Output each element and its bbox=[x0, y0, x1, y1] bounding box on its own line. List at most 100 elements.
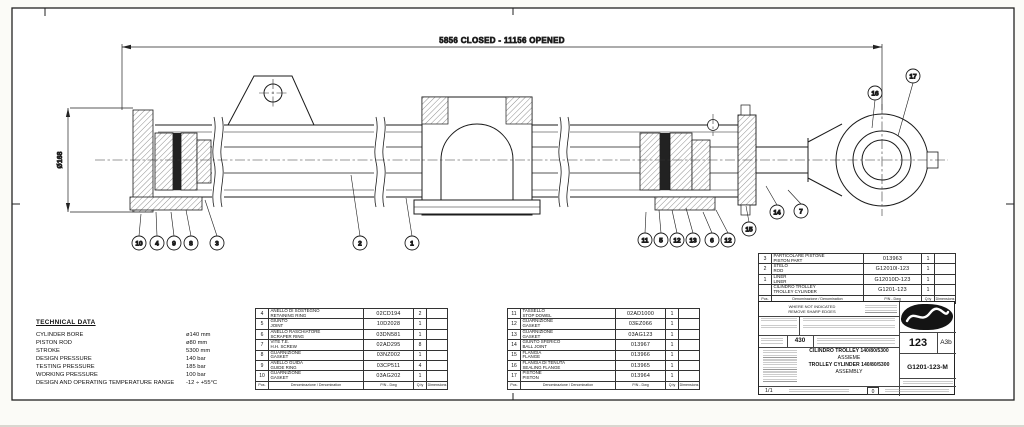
svg-text:17: 17 bbox=[909, 74, 917, 81]
micro-text bbox=[885, 389, 949, 393]
svg-text:11: 11 bbox=[642, 238, 649, 245]
svg-text:14: 14 bbox=[773, 210, 781, 217]
balloon-14: 14 bbox=[765, 185, 785, 220]
company-logo bbox=[901, 304, 953, 330]
subtitle-english: ASSEMBLY bbox=[835, 369, 863, 375]
subtitle-italian: ASSIEME bbox=[837, 355, 861, 361]
revision-box: 0 bbox=[867, 387, 879, 395]
title-block: WHERE NOT INDICATED REMOVE SHARP EDGES 4… bbox=[758, 301, 956, 396]
oil-port bbox=[707, 114, 719, 136]
balloon-5: 5 bbox=[653, 209, 669, 248]
sheet-format: A3b bbox=[940, 339, 952, 346]
micro-text bbox=[903, 381, 953, 385]
svg-text:13: 13 bbox=[689, 238, 697, 245]
micro-text bbox=[761, 338, 783, 345]
diameter-dimension-label: Ø168 bbox=[57, 151, 64, 168]
balloon-12b: 12 bbox=[715, 209, 736, 248]
svg-text:2: 2 bbox=[358, 241, 362, 248]
svg-text:7: 7 bbox=[799, 209, 803, 216]
weight-value: 430 bbox=[794, 337, 806, 344]
micro-text bbox=[761, 318, 797, 323]
balloon-15: 15 bbox=[741, 205, 757, 237]
svg-text:5: 5 bbox=[659, 238, 663, 245]
balloon-4: 4 bbox=[149, 211, 165, 251]
svg-text:8: 8 bbox=[189, 241, 193, 248]
balloon-1: 1 bbox=[404, 197, 420, 251]
overall-dimension: 5856 CLOSED - 11156 OPENED bbox=[121, 36, 883, 110]
page-edge bbox=[0, 425, 1024, 427]
balloon-17: 17 bbox=[897, 68, 921, 137]
title-italian: CILINDRO TROLLEY 140/80/5300 bbox=[809, 348, 889, 354]
diameter-dimension: Ø168 bbox=[57, 107, 133, 213]
micro-text bbox=[789, 389, 849, 393]
mounting-bracket bbox=[227, 75, 315, 126]
balloon-7: 7 bbox=[787, 189, 809, 219]
svg-text:9: 9 bbox=[172, 241, 176, 248]
balloon-8: 8 bbox=[183, 209, 199, 251]
title-english: TROLLEY CYLINDER 140/80/5300 bbox=[808, 362, 890, 368]
svg-text:12: 12 bbox=[724, 238, 732, 245]
overall-dimension-label: 5856 CLOSED - 11156 OPENED bbox=[439, 36, 565, 45]
micro-text bbox=[817, 338, 895, 345]
micro-text bbox=[803, 318, 895, 323]
svg-text:1: 1 bbox=[410, 241, 414, 248]
balloon-13: 13 bbox=[685, 207, 701, 248]
tech-row: DESIGN AND OPERATING TEMPERATURE RANGE-1… bbox=[36, 379, 218, 386]
svg-text:12: 12 bbox=[673, 238, 681, 245]
svg-text:6: 6 bbox=[710, 238, 714, 245]
sheet-number: 1/1 bbox=[765, 388, 773, 394]
balloon-11: 11 bbox=[637, 211, 653, 248]
balloon-2: 2 bbox=[350, 174, 368, 251]
balloon-12a: 12 bbox=[669, 209, 685, 248]
gland-assembly bbox=[639, 132, 716, 211]
drawing-title: CILINDRO TROLLEY 140/80/5300 ASSIEME TRO… bbox=[800, 348, 898, 376]
piston-head-assembly bbox=[129, 109, 212, 213]
break-lines bbox=[212, 116, 570, 208]
svg-text:3: 3 bbox=[215, 241, 219, 248]
size-code: 123 bbox=[908, 337, 928, 349]
balloon-6: 6 bbox=[702, 211, 720, 248]
svg-text:16: 16 bbox=[871, 91, 879, 98]
edges-note: WHERE NOT INDICATED REMOVE SHARP EDGES bbox=[788, 304, 836, 314]
mid-support bbox=[413, 96, 541, 216]
svg-text:10: 10 bbox=[135, 241, 143, 248]
svg-text:4: 4 bbox=[155, 241, 159, 248]
micro-text bbox=[803, 325, 895, 330]
micro-text bbox=[761, 325, 797, 330]
balloon-9: 9 bbox=[166, 211, 182, 251]
balloon-16: 16 bbox=[867, 85, 883, 129]
logo-script-icon bbox=[905, 307, 950, 323]
micro-text bbox=[865, 305, 897, 314]
balloons: 10 4 9 8 3 2 1 11 5 12 13 6 12 15 14 7 1… bbox=[131, 68, 921, 251]
drawing-number: G1201-123-M bbox=[907, 364, 948, 371]
svg-text:15: 15 bbox=[745, 227, 753, 234]
